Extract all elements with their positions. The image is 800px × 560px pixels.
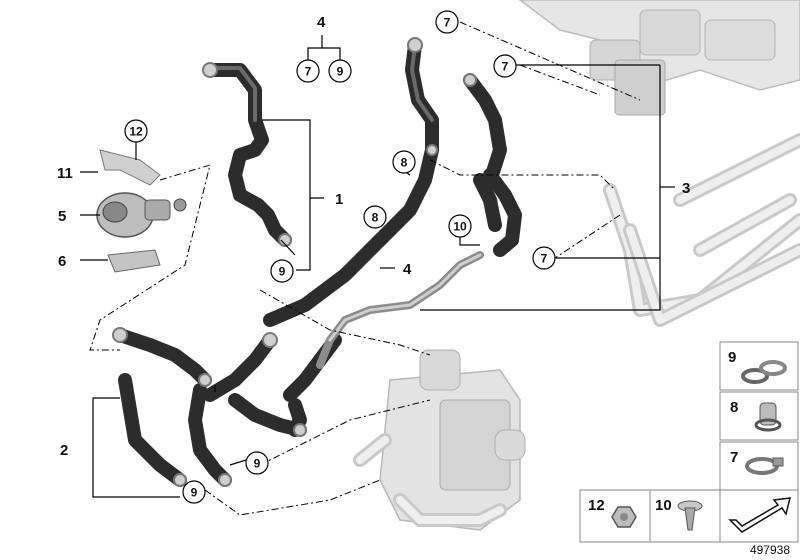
callout-9-b: 9 xyxy=(245,451,269,475)
svg-text:9: 9 xyxy=(191,486,198,500)
holder-bracket-11 xyxy=(99,149,161,186)
callout-7-mid: 7 xyxy=(532,246,556,270)
svg-text:9: 9 xyxy=(254,457,261,471)
callout-9-c: 9 xyxy=(182,480,206,504)
legend-item-7: 7 xyxy=(719,441,799,491)
svg-text:7: 7 xyxy=(730,449,738,466)
label-2: 2 xyxy=(60,442,68,459)
ghost-pipes xyxy=(603,133,800,327)
svg-text:7: 7 xyxy=(305,65,312,79)
spring-clamp-7-icon xyxy=(745,457,784,475)
label-11: 11 xyxy=(57,165,73,182)
legend-item-9: 9 xyxy=(719,341,799,391)
callout-8-a: 8 xyxy=(392,150,416,174)
svg-text:7: 7 xyxy=(502,60,509,74)
leader-lines xyxy=(80,35,675,498)
image-id: 497938 xyxy=(750,543,790,557)
callout-8-b: 8 xyxy=(363,205,387,229)
callout-7-right: 7 xyxy=(493,54,517,78)
legend-item-12: 12 xyxy=(579,489,651,543)
label-4-top: 4 xyxy=(317,14,326,31)
svg-text:12: 12 xyxy=(129,125,143,139)
legend-item-8: 8 xyxy=(719,391,799,441)
callout-10: 10 xyxy=(448,214,472,238)
coolant-hoses xyxy=(113,38,522,487)
svg-text:12: 12 xyxy=(588,497,605,514)
screw-10-icon xyxy=(677,500,703,531)
label-4-mid: 4 xyxy=(403,261,412,278)
callout-4-9: 9 xyxy=(328,59,352,83)
legend-item-10: 10 xyxy=(649,489,721,543)
svg-text:9: 9 xyxy=(728,349,736,366)
svg-text:9: 9 xyxy=(279,265,286,279)
callout-12: 12 xyxy=(124,119,148,143)
electric-pump-assembly xyxy=(96,149,187,273)
dash-lines xyxy=(89,21,641,516)
svg-text:10: 10 xyxy=(453,220,467,234)
label-5: 5 xyxy=(58,208,66,225)
svg-text:8: 8 xyxy=(372,211,379,225)
svg-text:7: 7 xyxy=(541,252,548,266)
hose-clip-8-icon xyxy=(754,402,782,432)
label-6: 6 xyxy=(58,253,66,270)
label-3: 3 xyxy=(682,180,690,197)
svg-text:7: 7 xyxy=(444,16,451,30)
support-6 xyxy=(107,249,161,273)
engine-block-ghost xyxy=(518,0,800,116)
auxiliary-heater-ghost xyxy=(353,349,526,531)
hex-nut-12-icon xyxy=(611,506,637,528)
svg-text:8: 8 xyxy=(730,399,738,416)
svg-text:8: 8 xyxy=(401,156,408,170)
hose-clamps xyxy=(112,37,477,487)
metal-pipe xyxy=(316,251,484,369)
legend-arrow-box xyxy=(719,489,799,543)
callout-7-top: 7 xyxy=(435,10,459,34)
hose-clamp-9-icon xyxy=(741,360,787,384)
part-numbers: 1 2 3 4 4 5 6 11 xyxy=(57,14,690,459)
circled-callouts: 7 9 12 7 7 7 8 8 xyxy=(124,10,556,504)
callout-4-7: 7 xyxy=(296,59,320,83)
callout-9-a: 9 xyxy=(270,259,294,283)
label-1: 1 xyxy=(335,191,343,208)
legend-column: 9 8 7 12 xyxy=(579,341,799,543)
svg-text:9: 9 xyxy=(337,65,344,79)
direction-arrow-icon xyxy=(728,497,791,533)
svg-text:10: 10 xyxy=(655,497,672,514)
